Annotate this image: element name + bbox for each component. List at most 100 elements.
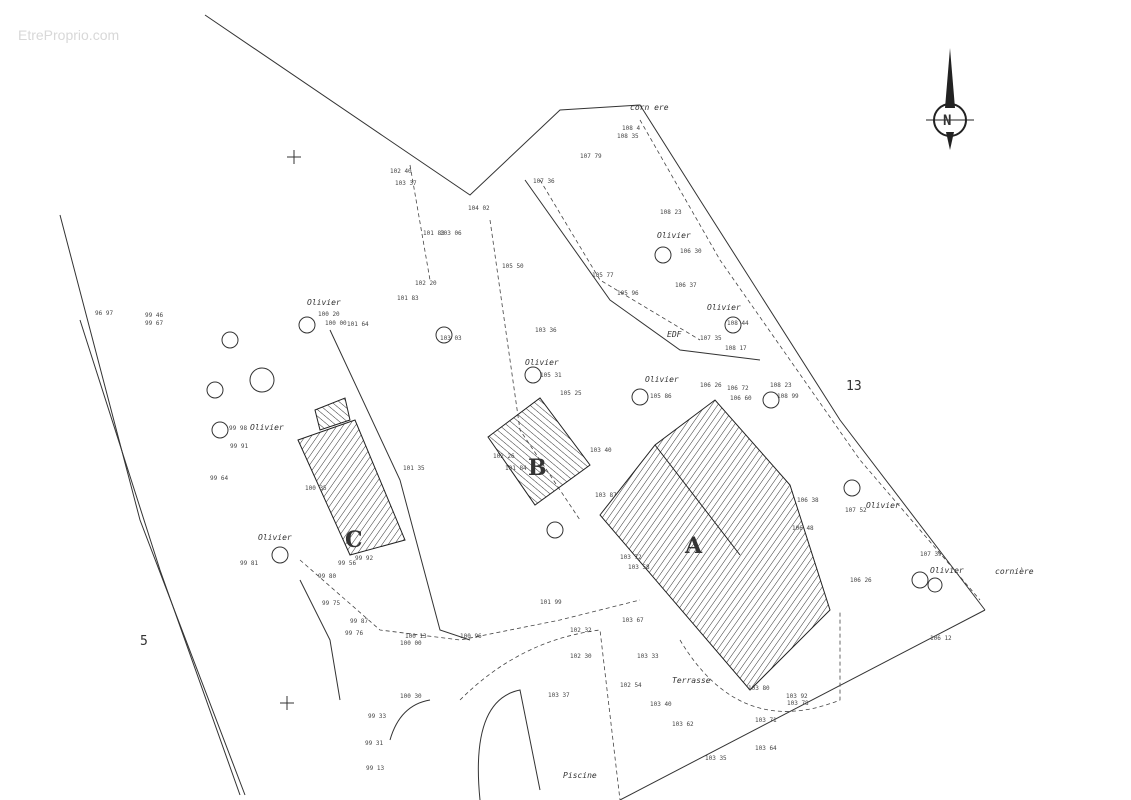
elevation-label: 106 37 — [675, 282, 697, 289]
elevation-label: 103 40 — [650, 701, 672, 708]
elevation-label: 105 96 — [617, 290, 639, 297]
elevation-label: 105 86 — [650, 393, 672, 400]
watermark: EtreProprio.com — [18, 27, 119, 43]
label-terrasse: Terrasse — [672, 676, 711, 685]
label-olivier: Olivier — [657, 231, 691, 240]
label-olivier: Olivier — [707, 303, 741, 312]
label-edf: EDF — [667, 330, 682, 339]
elevation-label: 99 64 — [210, 475, 228, 482]
elevation-label: 103 37 — [395, 180, 417, 187]
elevation-label: 100 00 — [400, 640, 422, 647]
elevation-label: 106 60 — [730, 395, 752, 402]
elevation-label: 100 30 — [400, 693, 422, 700]
elevation-label: 103 80 — [748, 685, 770, 692]
elevation-label: 101 83 — [397, 295, 419, 302]
elevation-label: 107 35 — [700, 335, 722, 342]
elevation-label: 106 30 — [680, 248, 702, 255]
elevation-label: 108 44 — [727, 320, 749, 327]
elevation-label: 99 75 — [322, 600, 340, 607]
label-corniere-top: corn ere — [630, 103, 669, 112]
elevation-label: 103 03 — [440, 335, 462, 342]
elevation-label: 103 35 — [705, 755, 727, 762]
elevation-label: 108 17 — [725, 345, 747, 352]
elevation-label: 99 92 — [355, 555, 373, 562]
elevation-label: 103 37 — [548, 692, 570, 699]
building-a: A — [599, 399, 831, 691]
elevation-label: 104 02 — [468, 205, 490, 212]
elevation-label: 106 72 — [727, 385, 749, 392]
elevation-label: 101 35 — [403, 465, 425, 472]
elevation-label: 103 64 — [755, 745, 777, 752]
elevation-label: 107 52 — [845, 507, 867, 514]
elevation-label: 103 58 — [628, 564, 650, 571]
elevation-label: 102 40 — [390, 168, 412, 175]
elevation-label: 103 71 — [755, 717, 777, 724]
elevation-label: 101 99 — [540, 599, 562, 606]
north-arrow-icon: N — [926, 48, 974, 150]
label-olivier: Olivier — [307, 298, 341, 307]
elevation-label: 105 77 — [592, 272, 614, 279]
elevation-label: 100 00 — [325, 320, 347, 327]
parcel-5: 5 — [140, 634, 148, 649]
tree-icons — [206, 246, 943, 593]
elevation-label: 99 56 — [338, 560, 356, 567]
elevation-label: 100 13 — [405, 633, 427, 640]
label-olivier: Olivier — [250, 423, 284, 432]
building-c: C — [297, 397, 406, 556]
elevation-label: 100 96 — [460, 633, 482, 640]
north-label: N — [943, 113, 951, 129]
elevation-label: 99 76 — [345, 630, 363, 637]
elevation-label: 103 78 — [787, 700, 809, 707]
elevation-label: 103 87 — [595, 492, 617, 499]
elevation-label: 103 33 — [637, 653, 659, 660]
building-a-label: A — [684, 533, 703, 559]
label-olivier: Olivier — [930, 566, 964, 575]
building-c-label: C — [345, 527, 363, 553]
elevation-label: 102 30 — [570, 653, 592, 660]
elevation-label: 100 20 — [318, 311, 340, 318]
elevation-label: 108 23 — [660, 209, 682, 216]
elevation-label: 105 50 — [502, 263, 524, 270]
elevation-label: 106 26 — [700, 382, 722, 389]
elevation-label: 99 67 — [145, 320, 163, 327]
elevation-label: 103 06 — [440, 230, 462, 237]
elevation-label: 96 97 — [95, 310, 113, 317]
elevation-label: 99 33 — [368, 713, 386, 720]
label-olivier: Olivier — [866, 501, 900, 510]
elevation-label: 108 23 — [770, 382, 792, 389]
elevation-label: 108 99 — [777, 393, 799, 400]
elevation-label: 103 92 — [786, 693, 808, 700]
elevation-label: 102 20 — [415, 280, 437, 287]
elevation-label: 99 80 — [318, 573, 336, 580]
elevation-label: 103 67 — [622, 617, 644, 624]
boundaries — [59, 14, 986, 800]
elevation-label: 102 32 — [570, 627, 592, 634]
building-b-label: B — [528, 455, 547, 481]
elevation-label: 103 62 — [672, 721, 694, 728]
elevation-label: 100 35 — [305, 485, 327, 492]
elevation-label: 99 13 — [366, 765, 384, 772]
elevation-label: 103 72 — [620, 554, 642, 561]
elevation-label: 99 91 — [230, 443, 248, 450]
building-b: B — [487, 397, 591, 506]
elevation-label: 106 48 — [792, 525, 814, 532]
elevation-label: 107 39 — [920, 551, 942, 558]
elevation-label: 105 31 — [540, 372, 562, 379]
label-olivier: Olivier — [645, 375, 679, 384]
elevation-label: 99 81 — [240, 560, 258, 567]
elevation-label: 103 40 — [590, 447, 612, 454]
elevation-label: 103 36 — [535, 327, 557, 334]
elevation-label: 108 4 — [622, 125, 640, 132]
elevation-label: 107 36 — [533, 178, 555, 185]
elevation-label: 101 84 — [505, 465, 527, 472]
elevation-label: 106 26 — [850, 577, 872, 584]
label-piscine: Piscine — [563, 771, 597, 780]
elevation-label: 99 31 — [365, 740, 383, 747]
elevation-label: 105 25 — [560, 390, 582, 397]
parcel-13: 13 — [846, 379, 862, 394]
label-corniere: cornière — [995, 566, 1034, 576]
elevation-label: 101 64 — [347, 321, 369, 328]
label-olivier: Olivier — [258, 533, 292, 542]
